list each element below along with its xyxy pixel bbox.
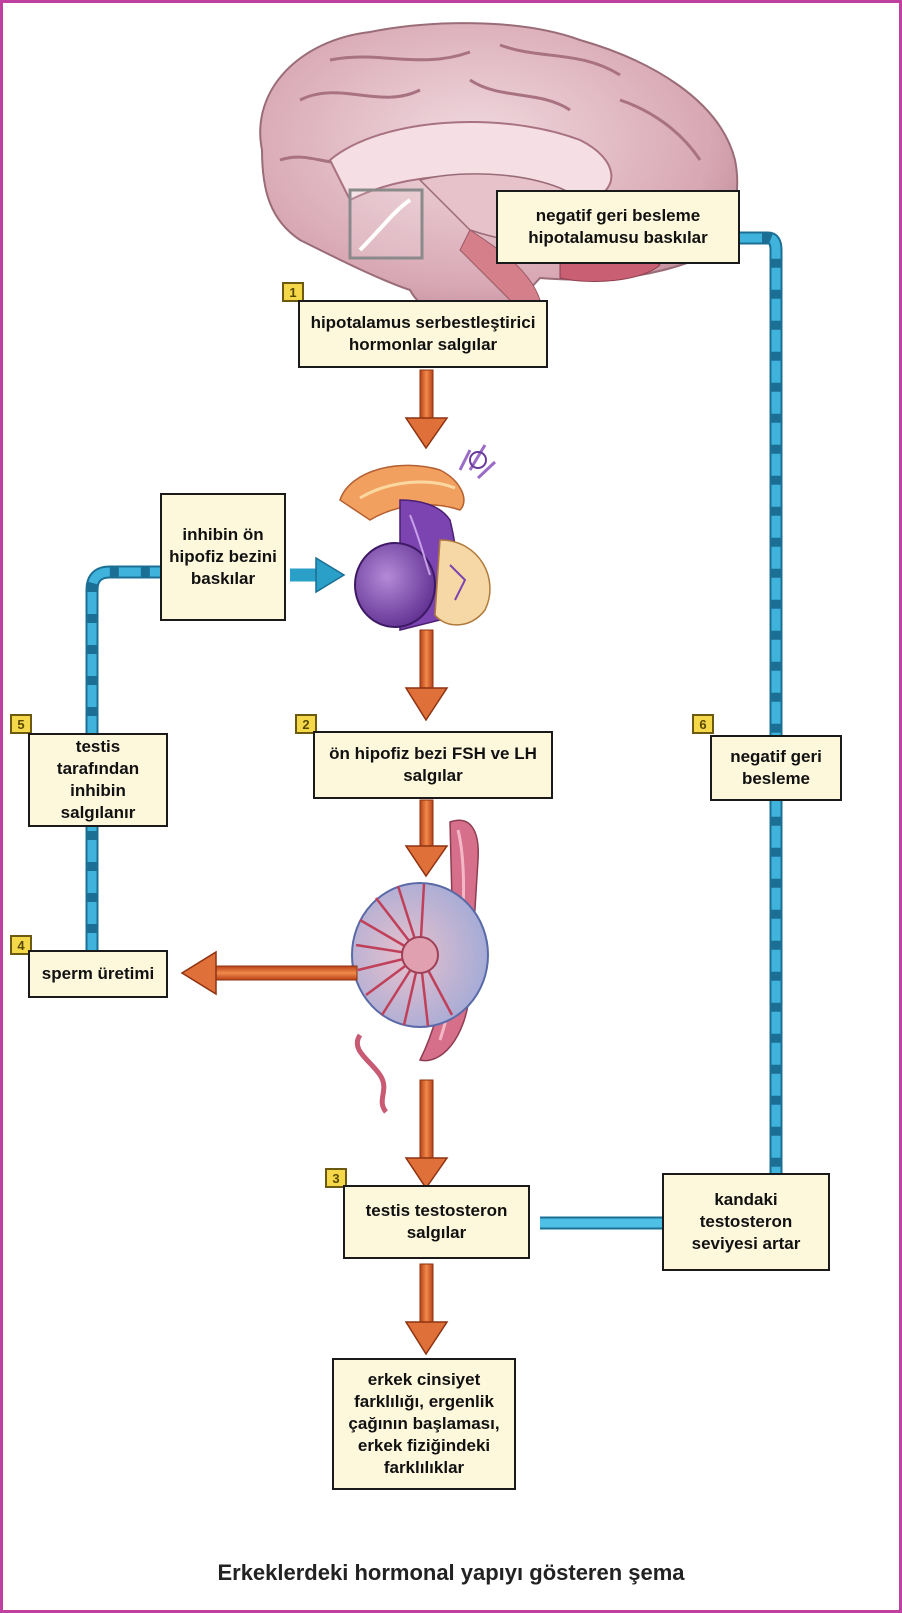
- step3-box: testis testosteron salgılar: [343, 1185, 530, 1259]
- step4-box: sperm üretimi: [28, 950, 168, 998]
- diagram-caption: Erkeklerdeki hormonal yapıyı gösteren şe…: [0, 1560, 902, 1586]
- inhibin-box: inhibin ön hipofiz bezini baskılar: [160, 493, 286, 621]
- step6-box: negatif geri besleme: [710, 735, 842, 801]
- brain-illustration: [260, 23, 737, 319]
- arrow-testis-to-testosterone: [406, 1080, 447, 1188]
- arrow-pituitary-to-testis: [406, 800, 447, 876]
- blood-testosterone-box: kandaki testosteron seviyesi artar: [662, 1173, 830, 1271]
- step-badge-6: 6: [692, 714, 714, 734]
- step5-box: testis tarafından inhibin salgılanır: [28, 733, 168, 827]
- step1-box: hipotalamus serbestleştirici hormonlar s…: [298, 300, 548, 368]
- effects-box: erkek cinsiyet farklılığı, ergenlik çağı…: [332, 1358, 516, 1490]
- arrow-pituitary-to-testis-top: [406, 630, 447, 720]
- arrow-testis-to-sperm: [182, 952, 357, 994]
- step-badge-5: 5: [10, 714, 32, 734]
- step-badge-1: 1: [282, 282, 304, 302]
- arrow-testosterone-to-effects: [406, 1264, 447, 1354]
- neg-feedback-top-box: negatif geri besleme hipotalamusu baskıl…: [496, 190, 740, 264]
- arrow-hypothalamus-to-pituitary: [406, 370, 447, 448]
- feedback-pipe-right: [540, 238, 776, 1223]
- pituitary-illustration: [340, 445, 495, 630]
- step2-box: ön hipofiz bezi FSH ve LH salgılar: [313, 731, 553, 799]
